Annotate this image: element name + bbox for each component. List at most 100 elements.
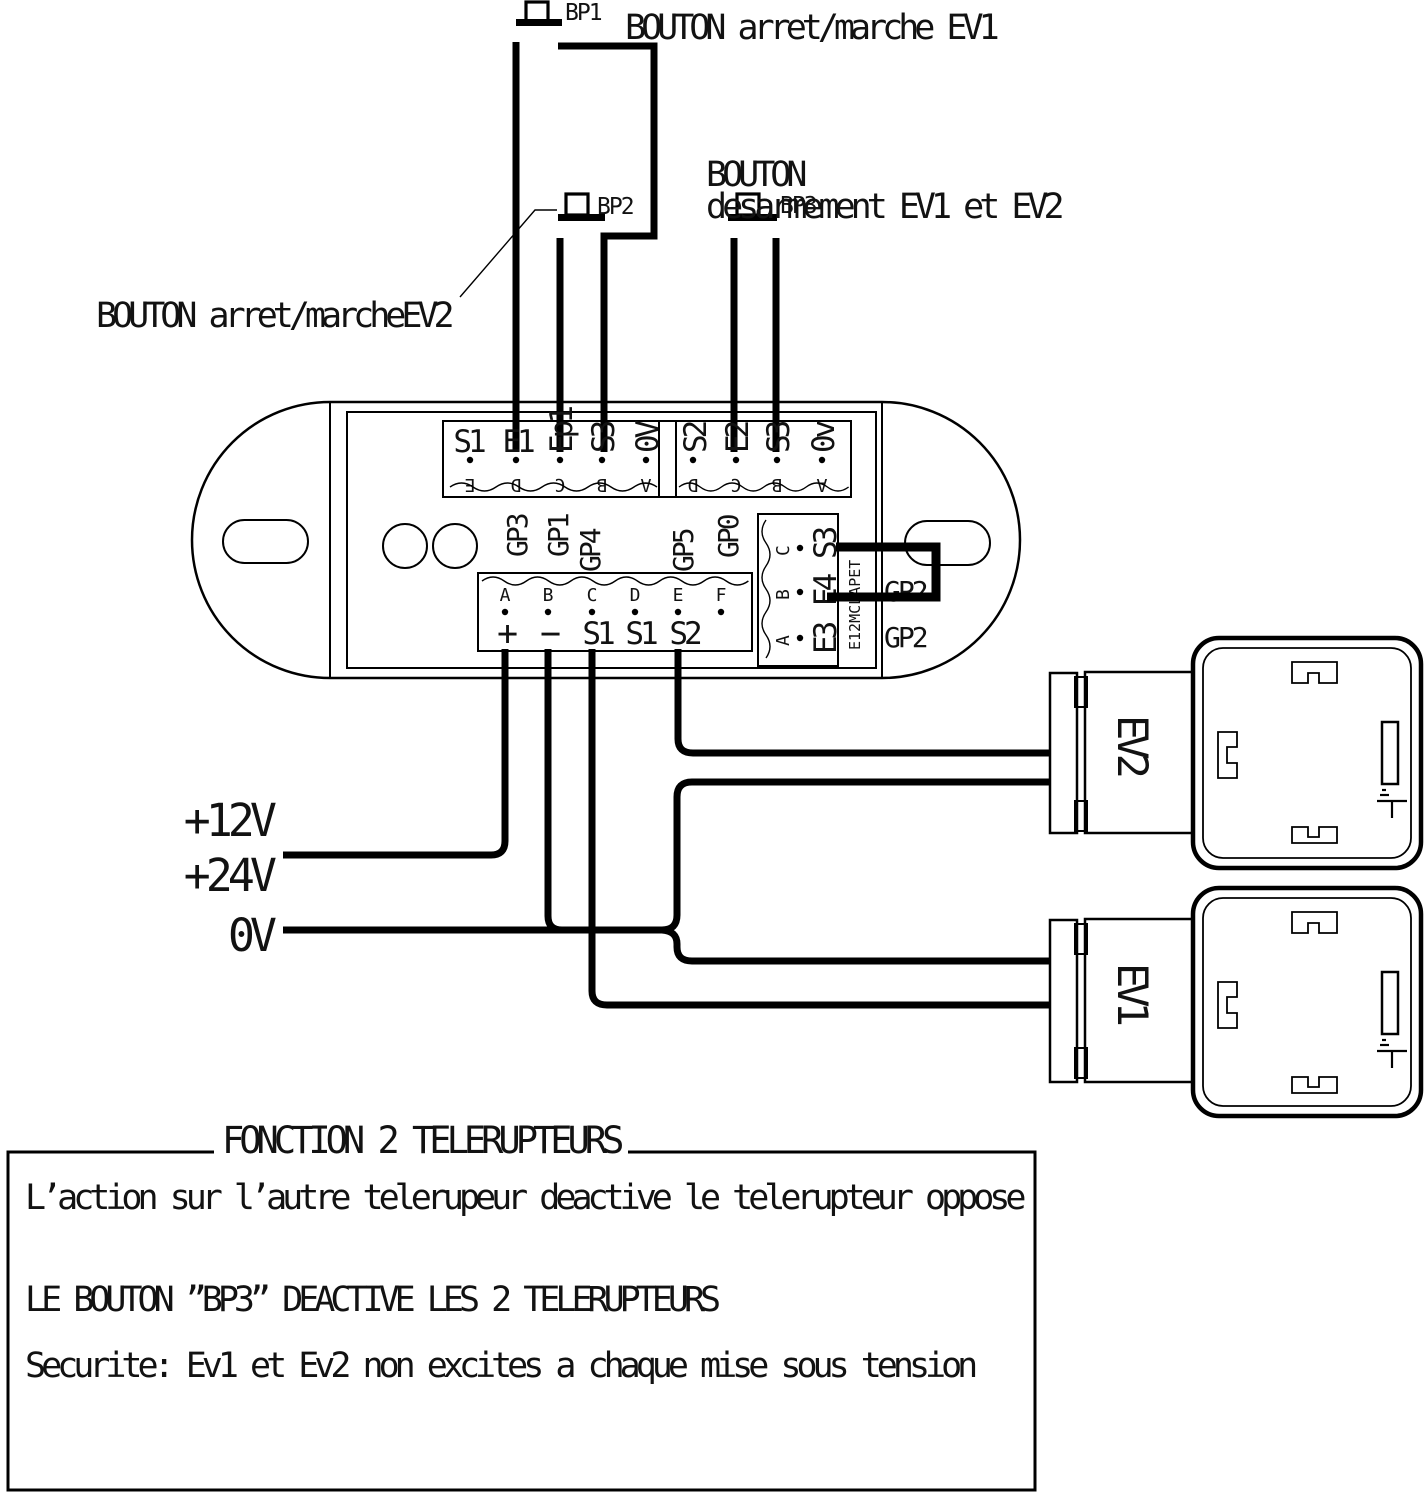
wire-0v-to-ev1 — [661, 926, 1050, 965]
keying-wave-top-left — [449, 482, 658, 492]
pin-dots-bottom — [501, 608, 725, 616]
terminal-label-minus: − — [540, 614, 560, 654]
note-box: FONCTION 2 TELERUPTEURS L’action sur l’a… — [6, 1119, 1037, 1492]
ev1-slot-bottom-icon — [1291, 1076, 1338, 1094]
ev2-ground-icon — [1377, 788, 1407, 818]
svg-text:B: B — [773, 589, 794, 600]
valve-ev1: EV1 — [1048, 885, 1424, 1119]
ev2-slot-left-icon — [1217, 731, 1238, 779]
annotation-bouton-ev2: BOUTON arret/marcheEV2 — [96, 296, 453, 336]
jumper-wire-s3-e4 — [827, 542, 941, 602]
ev2-slot-bottom-icon — [1291, 826, 1338, 844]
svg-text:F: F — [716, 585, 727, 606]
svg-text:D: D — [688, 474, 699, 495]
gp1-label: GP1 — [542, 514, 575, 557]
svg-text:A: A — [500, 585, 511, 606]
connector-top-left: S1 E1 Ep1 S3 0V E D C B A — [442, 407, 677, 498]
bp3-label: BP3 — [780, 193, 817, 219]
terminal-label-s1d: S1 — [625, 616, 657, 652]
connector-top-right-box — [675, 420, 852, 498]
mounting-slot-left — [222, 519, 309, 564]
svg-text:C: C — [731, 474, 742, 495]
terminal-label-ep1: Ep1 — [544, 407, 580, 453]
pushbutton-bp1: BP1 — [516, 0, 604, 26]
power-label-24v: +24V — [184, 849, 276, 902]
ev2-plug-tail — [1048, 671, 1079, 835]
terminal-label-s2: S2 — [678, 421, 714, 453]
ev2-label: EV2 — [1108, 715, 1157, 776]
ev2-slot-top-icon — [1291, 661, 1338, 684]
gp3-label: GP3 — [501, 514, 534, 557]
valve-ev2: EV2 — [1048, 635, 1424, 871]
wire-bp1-s3 — [558, 42, 658, 452]
note-line-2: LE BOUTON ”BP3” DEACTIVE LES 2 TELERUPTE… — [25, 1280, 719, 1320]
ev1-slot-left-icon — [1217, 981, 1238, 1029]
pushbutton-bp3: BP3 — [728, 192, 819, 221]
connector-bottom-box — [477, 572, 753, 652]
pin-letters-top-right: D C B A — [688, 474, 828, 495]
gp2-lower-label: GP2 — [884, 621, 927, 654]
bp3-contact-bar — [728, 214, 777, 221]
ev1-slot-right — [1380, 970, 1400, 1036]
ev1-ground-icon — [1377, 1038, 1407, 1068]
power-label-0v: 0V — [228, 909, 276, 962]
wire-s1-to-ev1 — [588, 649, 1050, 1009]
ev1-valve-body — [1190, 885, 1424, 1119]
terminal-label-e2: E2 — [720, 421, 756, 453]
pushbutton-bp2: BP2 — [558, 192, 635, 221]
keying-wave-side — [761, 519, 771, 659]
ev1-plug-tail — [1048, 918, 1079, 1084]
annotation-bouton-ev1: BOUTON arret/marche EV1 — [625, 8, 998, 48]
power-label-12v: +12V — [184, 794, 276, 847]
bp2-label: BP2 — [597, 194, 633, 220]
svg-text:B: B — [543, 585, 554, 606]
pin-dots-top-left — [466, 456, 650, 464]
pin-letters-bottom: A B C D E F — [500, 585, 727, 606]
connector-top-right: S2 E2 S3 0v D C B A — [675, 420, 852, 498]
terminal-label-0v: 0V — [630, 420, 666, 453]
module-hole-1 — [382, 523, 428, 569]
terminal-label-plus: + — [497, 614, 517, 654]
ev2-valve-inner — [1202, 647, 1412, 859]
part-number-e12mclapet: E12MCLAPET — [846, 560, 864, 650]
wire-0v-to-ev2 — [661, 778, 1050, 934]
svg-text:A: A — [773, 635, 794, 646]
bp2-button-icon — [564, 192, 590, 217]
keying-wave-top-right — [678, 482, 850, 492]
terminal-label-e1: E1 — [502, 424, 534, 460]
ev2-plug-tab-bottom — [1074, 800, 1088, 832]
ev1-valve-inner — [1202, 897, 1412, 1107]
module-hole-2 — [432, 523, 478, 569]
bp1-button-icon — [524, 0, 550, 23]
wire-supply-plus — [283, 649, 509, 859]
ev1-plug-tab-bottom — [1074, 1047, 1088, 1079]
svg-text:C: C — [773, 545, 794, 556]
keying-wave-bottom — [481, 576, 749, 586]
bp1-label: BP1 — [565, 0, 602, 26]
svg-text:E: E — [673, 585, 684, 606]
wire-s2-to-ev2 — [674, 649, 1050, 757]
note-line-3: Securite: Ev1 et Ev2 non excites a chaqu… — [25, 1346, 975, 1386]
connector-bottom: A B C D E F + − S1 S1 S2 — [477, 572, 753, 654]
terminal-label-s3b: S3 — [761, 421, 797, 453]
pin-dots-top-right — [689, 456, 826, 464]
bp2-contact-bar — [558, 214, 605, 221]
terminal-label-0vb: 0v — [806, 420, 842, 453]
wire-minus-to-0v — [544, 649, 563, 934]
gp5-label: GP5 — [667, 529, 700, 572]
svg-text:A: A — [640, 474, 651, 495]
svg-text:B: B — [772, 474, 783, 495]
gp0-label: GP0 — [712, 514, 745, 558]
terminal-label-s1c: S1 — [582, 616, 614, 652]
terminal-label-s2e: S2 — [669, 616, 701, 652]
ev1-slot-top-icon — [1291, 911, 1338, 934]
gp2-upper-label: GP2 — [884, 575, 927, 608]
gp4-label: GP4 — [574, 528, 607, 572]
terminal-label-e3: E3 — [808, 622, 844, 654]
ev1-plug-tab-top — [1074, 923, 1088, 955]
ev1-label: EV1 — [1108, 963, 1157, 1025]
ev2-valve-body — [1190, 635, 1424, 871]
terminal-label-s1: S1 — [453, 424, 485, 460]
note-box-border — [6, 1150, 1037, 1492]
